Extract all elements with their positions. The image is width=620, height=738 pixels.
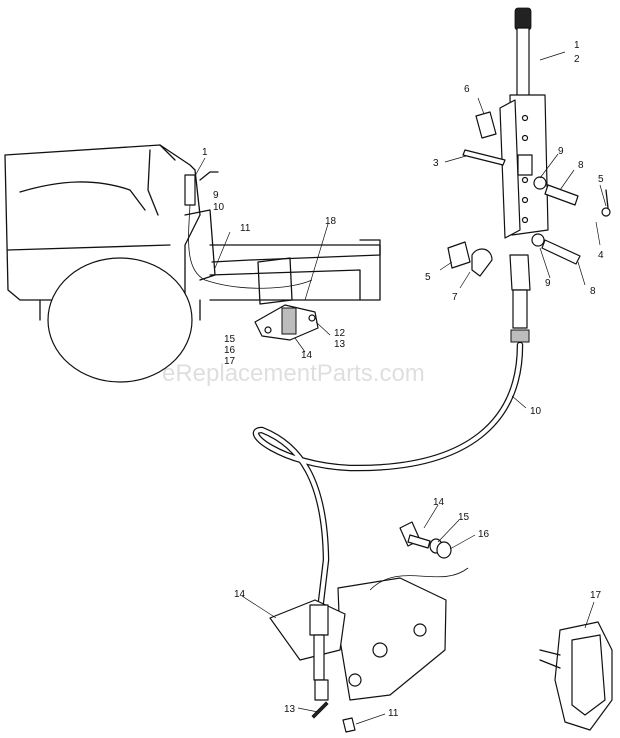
- cable-lower-end: [309, 604, 329, 636]
- callout-16-lower: 16: [478, 529, 490, 540]
- callout-16-upper: 16: [224, 345, 236, 356]
- callout-8-upper: 8: [578, 160, 584, 171]
- callout-12: 12: [334, 328, 346, 339]
- callout-10-cable: 10: [530, 406, 542, 417]
- callout-9-tractor: 9: [213, 190, 219, 201]
- callout-11-lower: 11: [388, 708, 399, 719]
- callout-8-lower: 8: [590, 286, 596, 297]
- lower-bracket: [269, 521, 469, 733]
- pin-part: [462, 149, 506, 166]
- callout-13-lower: 13: [284, 704, 296, 715]
- callout-17-upper: 17: [224, 356, 236, 367]
- callout-6: 6: [464, 84, 470, 95]
- callout-1-top: 1: [574, 40, 580, 51]
- callout-14-bolt: 14: [433, 497, 445, 508]
- spacer-part: [475, 111, 497, 139]
- callout-5-left: 5: [425, 272, 431, 283]
- lever-knob: [514, 7, 532, 31]
- callout-14-upper: 14: [301, 350, 313, 361]
- leader-lines: [194, 51, 607, 725]
- lever-shaft: [516, 27, 530, 99]
- callout-14-bracket: 14: [234, 589, 246, 600]
- callout-1-tractor: 1: [202, 147, 208, 158]
- tractor-overview: [4, 144, 381, 383]
- callout-18: 18: [325, 216, 337, 227]
- tractor-wheel: [47, 257, 193, 383]
- callout-9-lower: 9: [545, 278, 551, 289]
- callout-2-top: 2: [574, 54, 580, 65]
- callout-9-upper: 9: [558, 146, 564, 157]
- callout-numbers: 1 2 6 3 9 8 5 4 5 7 9 8 1 9 10 11 18 15 …: [202, 40, 604, 719]
- lever-assembly: [447, 7, 611, 343]
- tractor-control-handle: [184, 174, 196, 206]
- callout-10-tractor: 10: [213, 202, 225, 213]
- callout-4: 4: [598, 250, 604, 261]
- callout-5-right: 5: [598, 174, 604, 185]
- control-cable: [252, 341, 524, 614]
- watermark-text: eReplacementParts.com: [162, 360, 425, 387]
- callout-11-upper: 11: [240, 223, 251, 234]
- mounting-bracket: [337, 577, 447, 701]
- callout-15-upper: 15: [224, 334, 236, 345]
- callout-7: 7: [452, 292, 458, 303]
- callout-15-lower: 15: [458, 512, 470, 523]
- callout-17-lower: 17: [590, 590, 602, 601]
- callout-3: 3: [433, 158, 439, 169]
- callout-13-upper: 13: [334, 339, 346, 350]
- part-17-assembly: [539, 621, 613, 731]
